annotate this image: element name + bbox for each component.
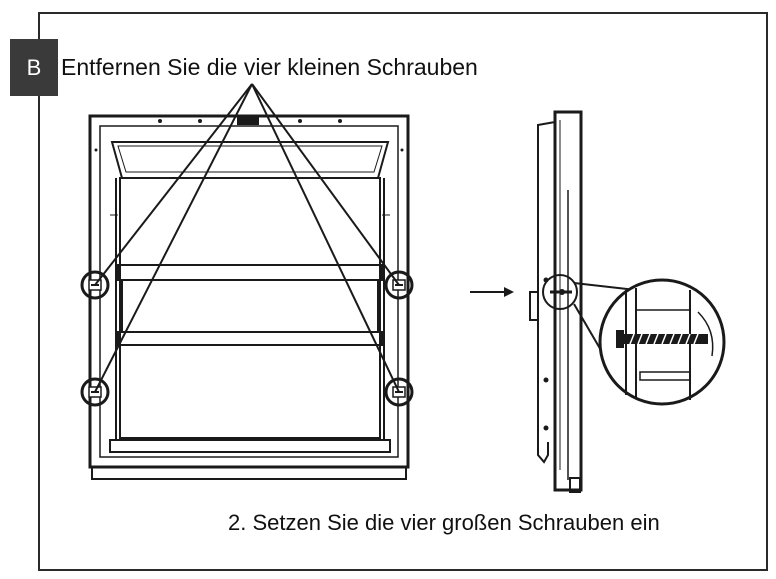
screw-insert-arrow [470, 287, 514, 297]
detail-callout-lines [573, 282, 637, 353]
diagram-frame [38, 12, 768, 571]
step-badge: B [10, 39, 58, 96]
magnified-detail [598, 278, 726, 406]
side-view-detail-circle [542, 274, 578, 310]
instruction-remove-screws: Entfernen Sie die vier kleinen Schrauben [61, 54, 478, 80]
leader-lines [94, 83, 400, 393]
dishwasher-door-front [88, 114, 410, 480]
instruction-insert-screws: 2. Setzen Sie die vier großen Schrauben … [228, 510, 660, 535]
door-edge-dots [94, 119, 404, 152]
dishwasher-door-side-view [529, 110, 583, 493]
